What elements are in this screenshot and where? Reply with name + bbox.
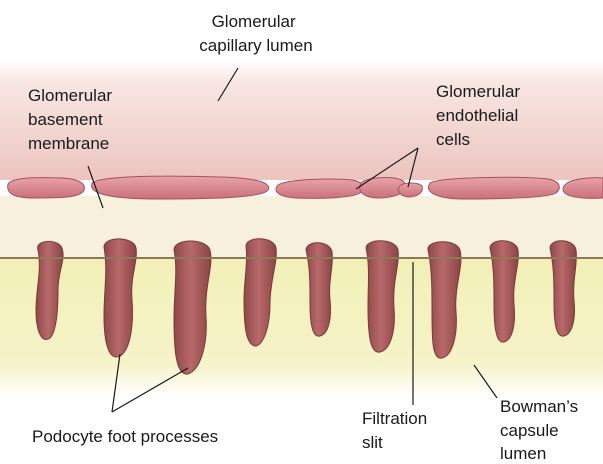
endothelial-cell: [428, 177, 559, 199]
endothelial-cell: [398, 183, 422, 197]
label-basement-membrane: Glomerular basement membrane: [28, 86, 117, 153]
label-bowmans-capsule-lumen: Bowman’s capsule lumen: [500, 397, 583, 463]
endothelial-cell: [8, 178, 85, 198]
label-filtration-slit: Filtration slit: [362, 409, 432, 452]
label-capillary-lumen: Glomerular capillary lumen: [199, 12, 312, 55]
label-podocyte-foot-processes: Podocyte foot processes: [32, 427, 218, 446]
endothelial-cell: [276, 179, 363, 198]
endothelial-cell: [92, 176, 269, 199]
endothelial-cell: [563, 178, 603, 199]
